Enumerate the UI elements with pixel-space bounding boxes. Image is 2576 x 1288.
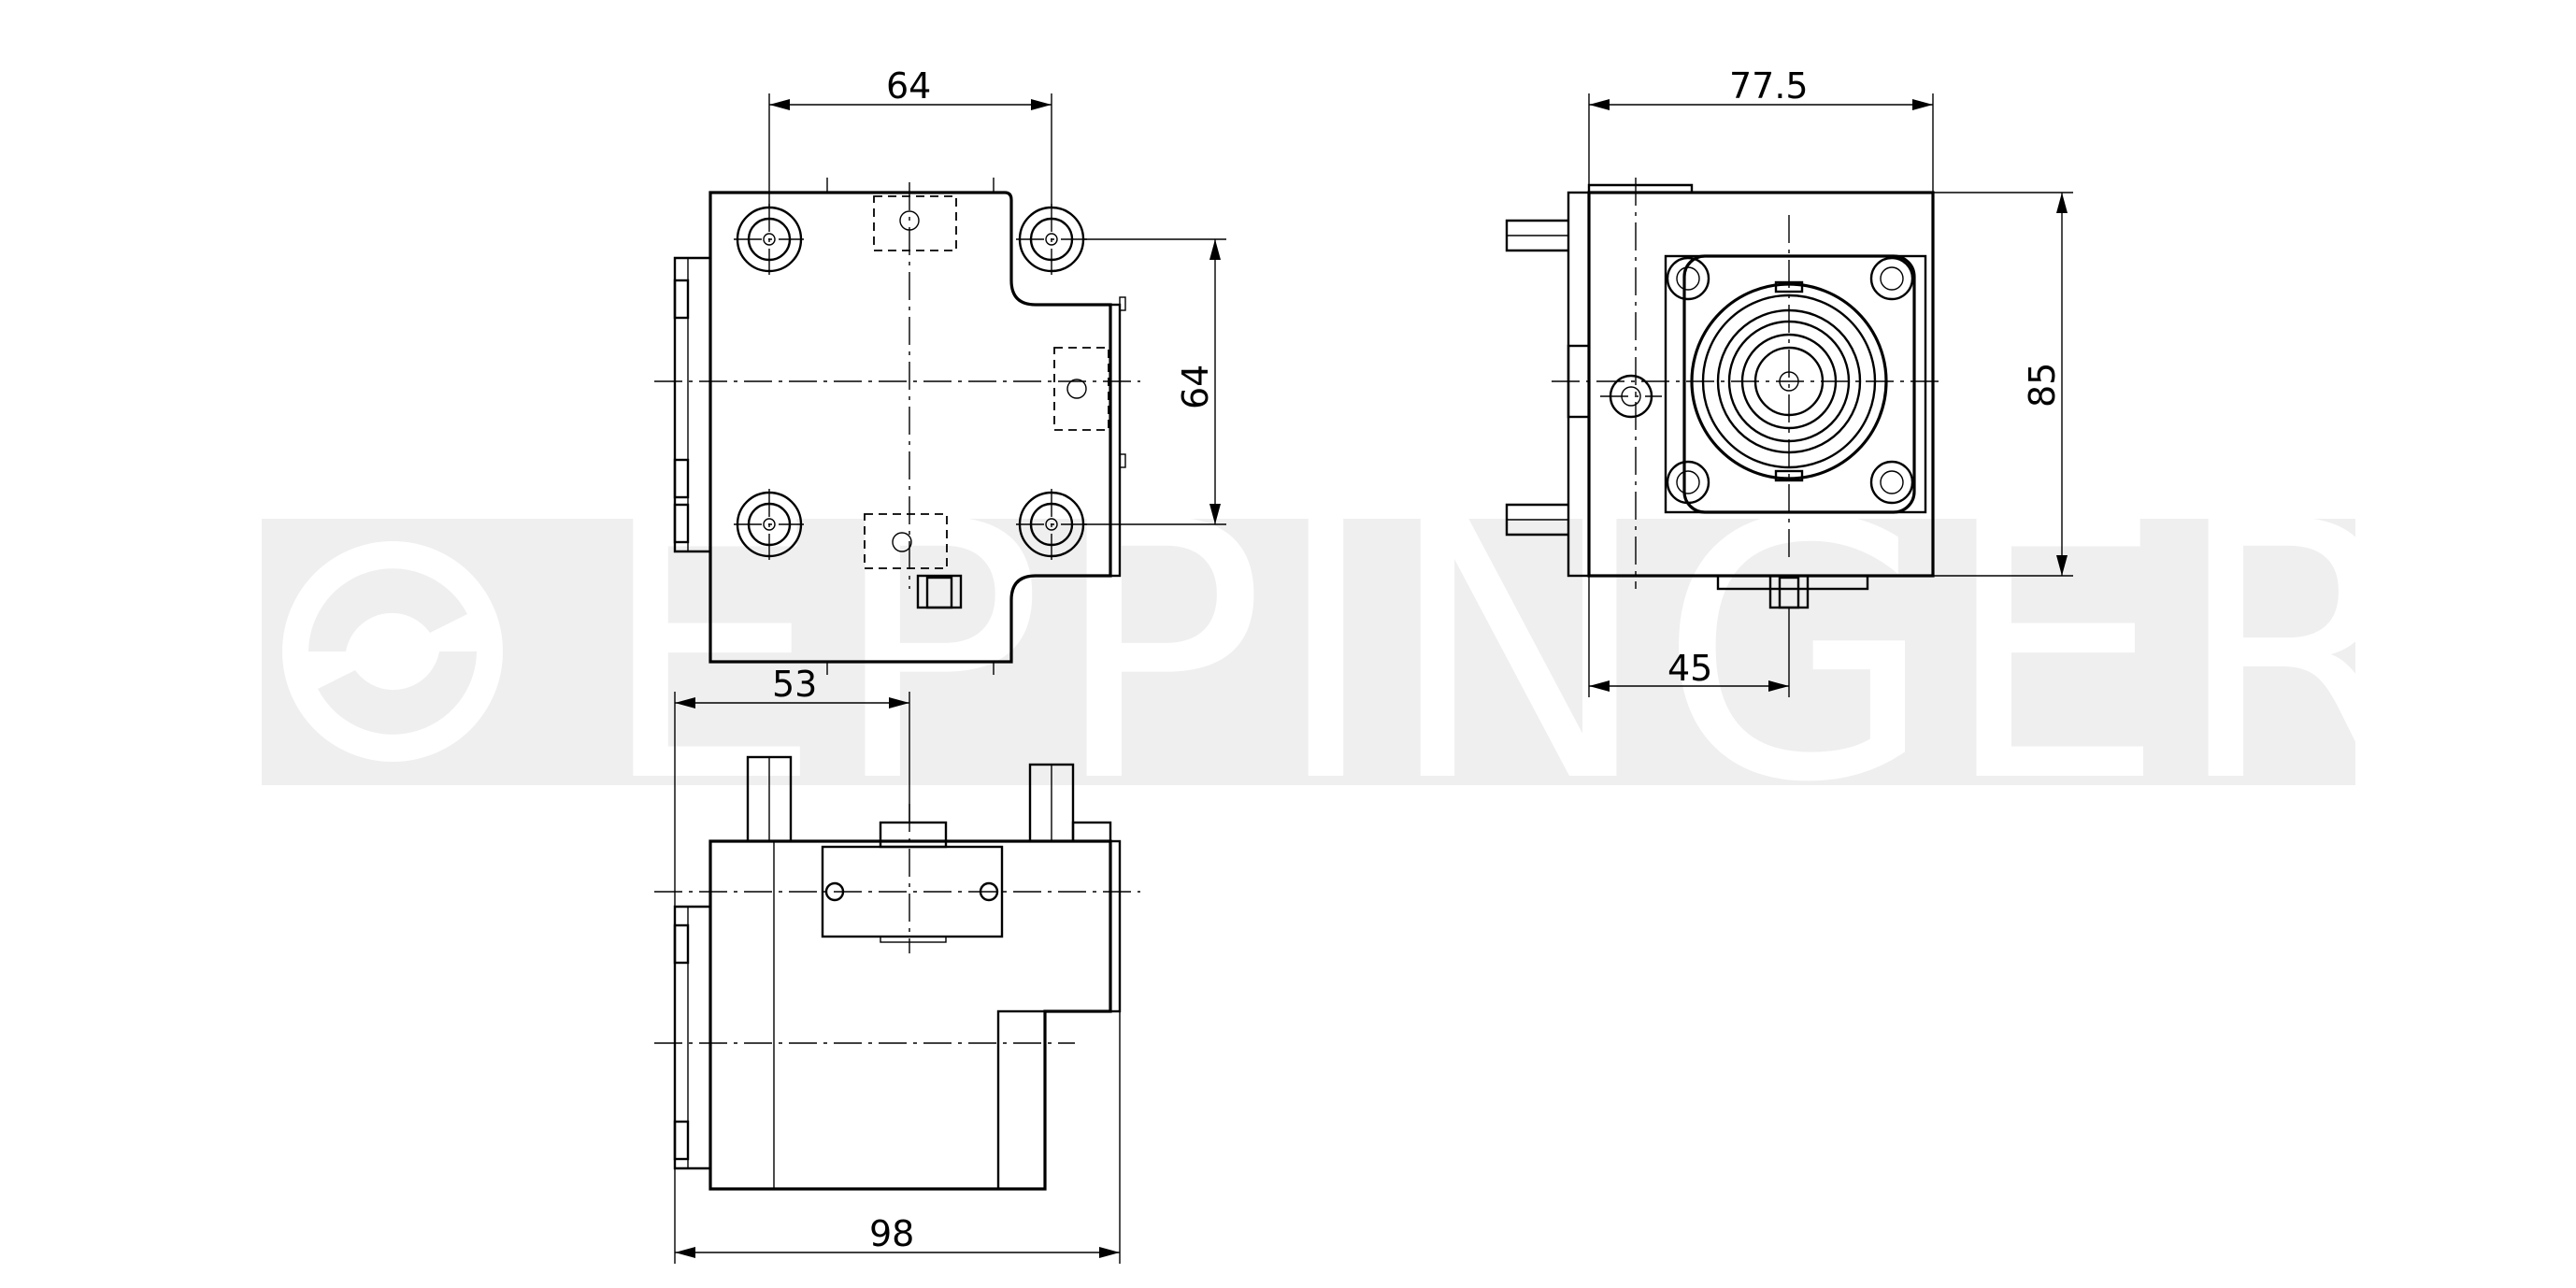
dim-bottom-length: 98 <box>674 1011 1121 1264</box>
eppinger-watermark: EPPINGER <box>262 446 2427 860</box>
dim-right-center-label: 45 <box>1667 648 1712 689</box>
dim-top-height-label: 64 <box>1175 365 1216 409</box>
dim-bottom-length-label: 98 <box>869 1213 914 1254</box>
dim-right-width: 77.5 <box>1588 65 1934 193</box>
top-view: 64 64 <box>654 65 1226 675</box>
side-view-left-pins <box>1505 219 1568 537</box>
eppinger-logo-icon <box>282 541 503 762</box>
dim-top-width: 64 <box>768 65 1052 208</box>
dim-right-center: 45 <box>1588 576 1790 697</box>
top-view-left-clamp <box>673 256 710 553</box>
dim-right-height: 85 <box>1933 192 2073 577</box>
dim-top-height: 64 <box>1084 238 1226 525</box>
front-view-top-pins <box>746 755 1112 843</box>
watermark-text: EPPINGER <box>598 446 2427 860</box>
dim-top-width-label: 64 <box>886 65 931 107</box>
side-view-corner-screws <box>1666 256 1914 505</box>
side-view: 77.5 85 45 <box>1505 65 2073 697</box>
front-view-body-outline <box>708 839 1112 1191</box>
top-view-body-outline <box>708 191 1112 664</box>
dim-bottom-offset-label: 53 <box>772 664 817 705</box>
dim-right-width-label: 77.5 <box>1729 65 1809 107</box>
top-view-side-plate <box>1109 303 1122 578</box>
dim-right-height-label: 85 <box>2022 363 2063 408</box>
front-view: 53 98 <box>654 664 1140 1264</box>
dim-bottom-offset: 53 <box>674 664 910 907</box>
front-view-left-clamp <box>673 905 710 1170</box>
